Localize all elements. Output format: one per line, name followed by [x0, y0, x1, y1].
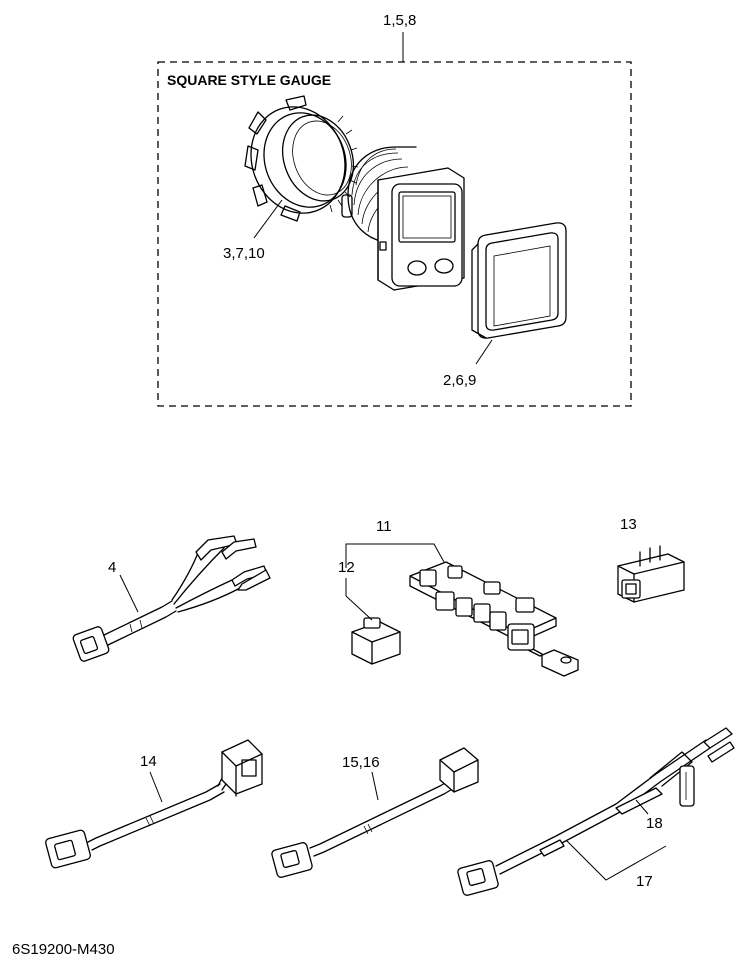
- ring-nut-drawing: [244, 95, 359, 222]
- bezel-drawing: [471, 222, 567, 339]
- wire-17-callout-group: 17: [565, 839, 667, 890]
- gauge-kit-title: SQUARE STYLE GAUGE: [167, 72, 331, 88]
- bracket-11-drawing: [409, 561, 579, 677]
- square-gauge-drawing: [341, 146, 465, 291]
- coupler-13-callout: 13: [620, 516, 637, 533]
- wire-18-callout-group: 18: [635, 799, 663, 832]
- bracket-11-callout: 11: [376, 518, 392, 535]
- wire-18-callout: 18: [646, 815, 663, 832]
- gauge-kit-callout: 1,5,8: [383, 12, 416, 29]
- cable-15-16-callout-group: 15,16: [342, 754, 380, 801]
- cable-15-16-callout: 15,16: [342, 754, 380, 771]
- harness-4-callout-group: 4: [108, 559, 139, 613]
- gauge-kit-group: 1,5,8 SQUARE STYLE GAUGE: [157, 12, 632, 407]
- bezel-callout-group: 2,6,9: [443, 339, 493, 389]
- coupler-12-callout-group: 12: [338, 559, 373, 621]
- ring-nut-callout: 3,7,10: [223, 245, 265, 262]
- cable-14-callout: 14: [140, 753, 157, 770]
- cable-15-16-drawing: [271, 747, 479, 878]
- wire-17-18-drawing: [457, 727, 735, 896]
- cable-14-drawing: [45, 739, 263, 869]
- wire-17-callout: 17: [636, 873, 653, 890]
- harness-4-callout: 4: [108, 559, 116, 576]
- harness-4-drawing: [72, 535, 271, 662]
- ring-nut-callout-group: 3,7,10: [223, 199, 283, 262]
- diagram-code: 6S19200-M430: [12, 941, 115, 958]
- coupler-12-drawing: [351, 617, 401, 665]
- cable-14-callout-group: 14: [140, 753, 163, 803]
- coupler-13-drawing: [617, 545, 685, 603]
- bezel-callout: 2,6,9: [443, 372, 476, 389]
- coupler-12-callout: 12: [338, 559, 355, 576]
- bracket-11-callout-group: 11: [345, 518, 445, 568]
